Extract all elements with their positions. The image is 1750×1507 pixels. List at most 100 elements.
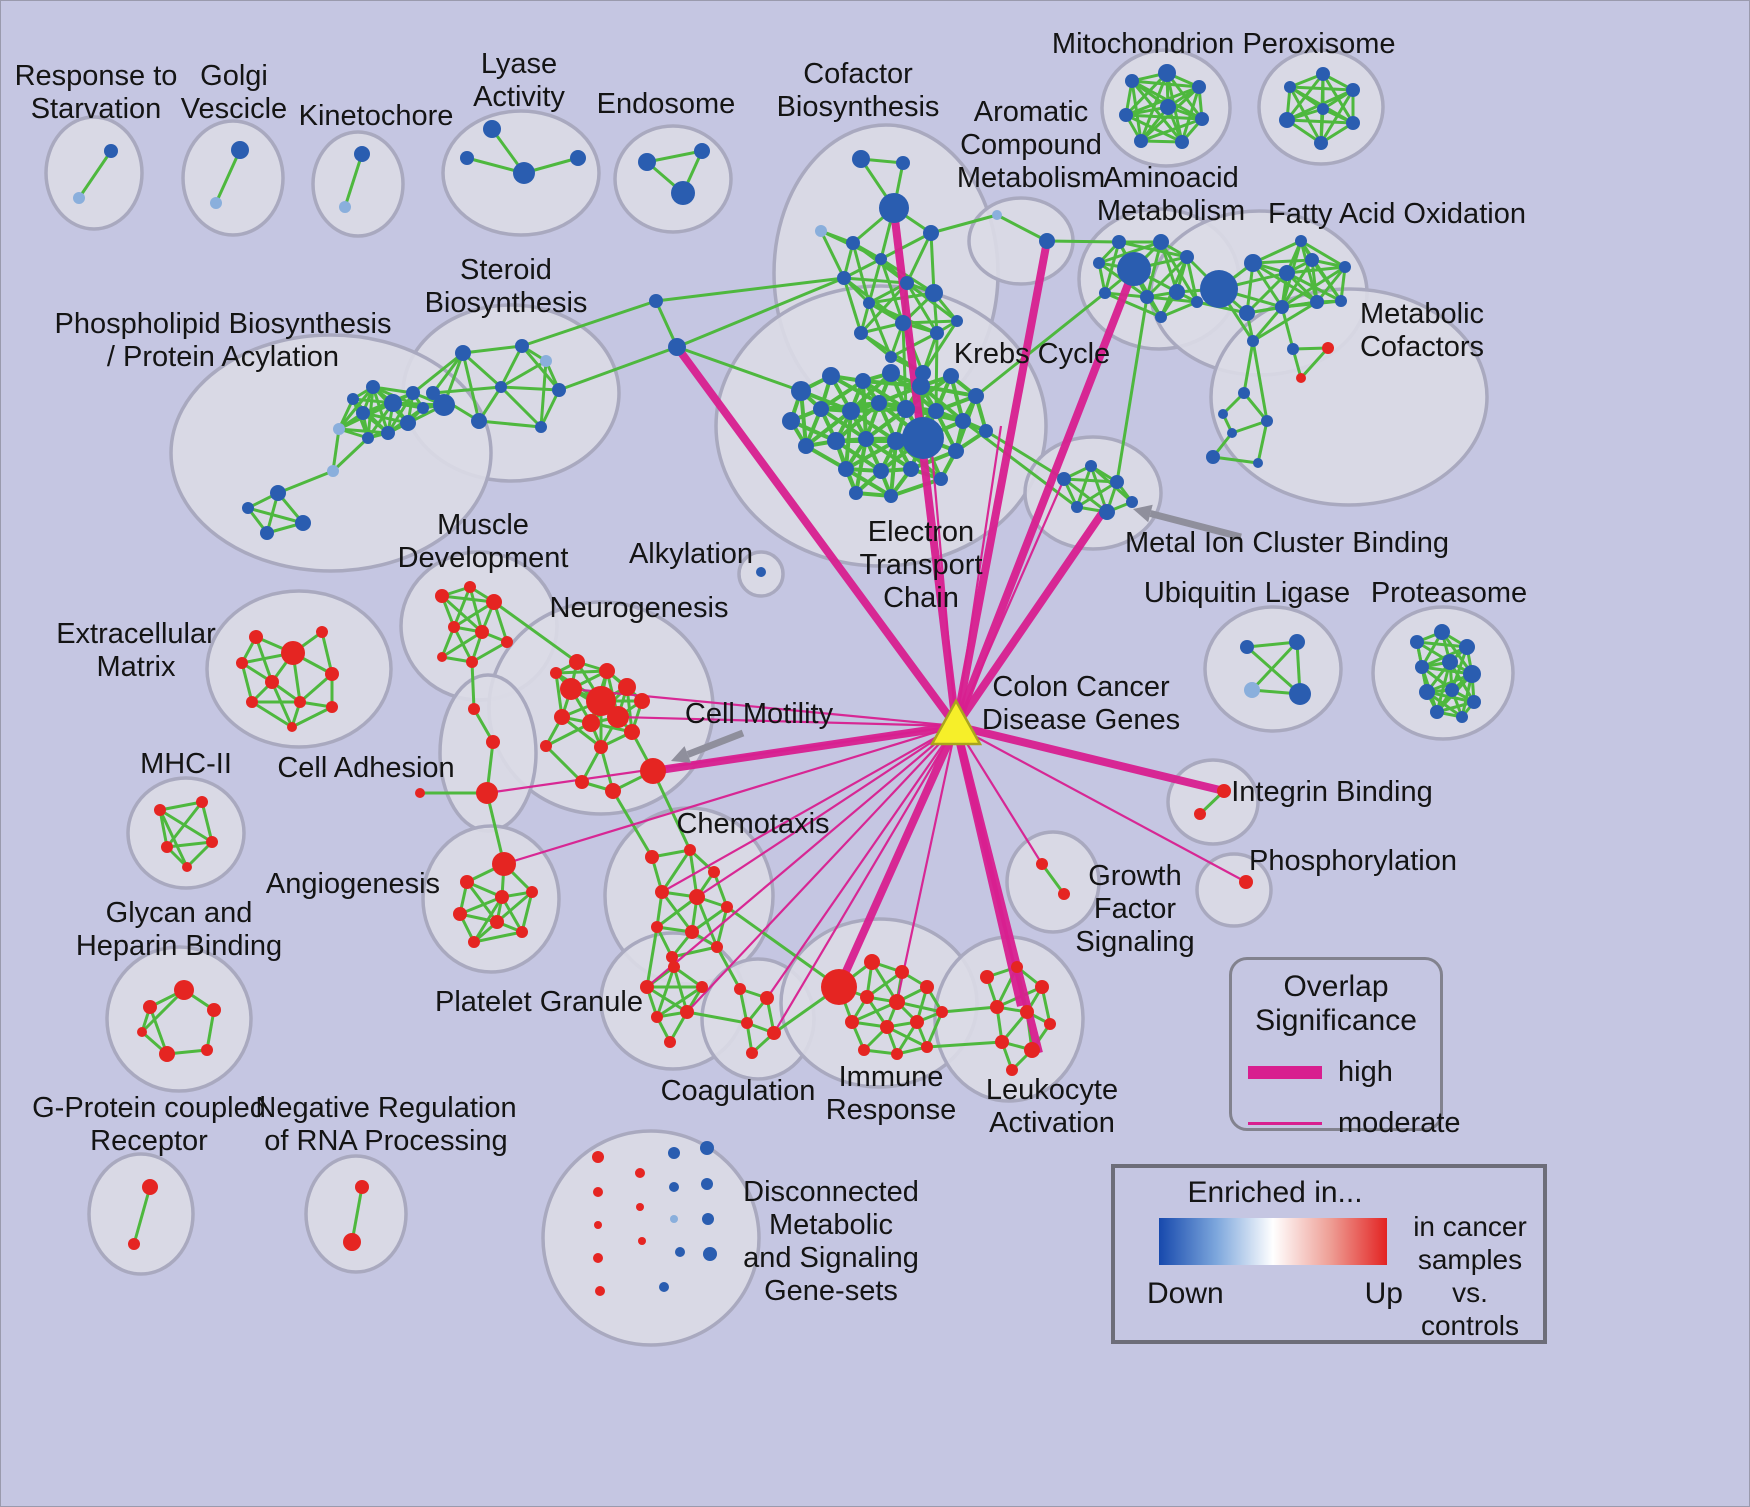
gene-set-node: [746, 1047, 758, 1059]
green-edge: [165, 801, 204, 848]
gene-set-node: [1093, 257, 1105, 269]
green-edge: [386, 392, 415, 434]
gene-set-node: [1099, 287, 1111, 299]
green-inter-cluster-edge: [975, 291, 1106, 398]
label-fatty-acid-oxidation: Fatty Acid Oxidation: [1268, 198, 1526, 230]
gene-set-node: [821, 969, 857, 1005]
gene-set-node: [366, 380, 380, 394]
label-angiogenesis: Angiogenesis: [266, 868, 440, 900]
gene-set-node: [980, 970, 994, 984]
gene-set-node: [845, 1015, 859, 1029]
gene-set-node: [791, 381, 811, 401]
label-phospholipid-biosynthesis: Phospholipid Biosynthesis/ Protein Acyla…: [55, 308, 392, 373]
gene-set-node: [822, 367, 840, 385]
gene-set-node: [1295, 235, 1307, 247]
gene-set-node: [782, 412, 800, 430]
gene-set-node: [702, 1213, 714, 1225]
gene-set-node: [701, 1178, 713, 1190]
down-label: Down: [1147, 1277, 1224, 1310]
gene-set-node: [1110, 475, 1124, 489]
cluster-ellipse-kinetochore: [311, 130, 405, 238]
gene-set-node: [1419, 684, 1435, 700]
legend-row-moderate: moderate: [1248, 1107, 1461, 1140]
gene-set-node: [675, 1247, 685, 1257]
green-edge: [499, 385, 543, 429]
green-edge: [159, 808, 213, 844]
gene-set-node: [540, 740, 552, 752]
gene-set-node: [1239, 875, 1253, 889]
overlap-edge-moderate: [955, 725, 1247, 883]
gene-set-node: [990, 1000, 1004, 1014]
gene-set-node: [362, 432, 374, 444]
gene-set-node: [1160, 99, 1176, 115]
gene-set-node: [592, 1151, 604, 1163]
overlap-edge-moderate: [955, 725, 1043, 865]
gene-set-node: [355, 1180, 369, 1194]
gene-set-node: [476, 782, 498, 804]
green-edge: [331, 436, 370, 473]
green-edge: [656, 985, 703, 1019]
green-edge: [166, 840, 213, 849]
green-edge: [834, 401, 881, 443]
gene-set-node: [668, 961, 680, 973]
gene-set-node: [936, 1006, 948, 1018]
gene-set-node: [1155, 311, 1167, 323]
gene-set-node: [734, 983, 746, 995]
overlap-edge-moderate: [617, 715, 957, 728]
gene-set-node: [483, 120, 501, 138]
gene-set-node: [1125, 74, 1139, 88]
gene-set-node: [433, 394, 455, 416]
cluster-ellipse-extracellular-matrix: [205, 589, 393, 749]
gene-set-node: [668, 1147, 680, 1159]
gene-set-node: [685, 925, 699, 939]
gene-set-node: [161, 841, 173, 853]
green-edge: [921, 320, 959, 374]
label-kinetochore: Kinetochore: [299, 100, 454, 132]
pointer-arrow-head: [671, 746, 692, 763]
gene-set-node: [154, 804, 166, 816]
gene-set-node: [1346, 116, 1360, 130]
overlap-edge-moderate: [503, 724, 957, 866]
green-edge: [880, 257, 935, 295]
green-edge: [1124, 71, 1169, 117]
gene-set-node: [1153, 234, 1169, 250]
overlap-edge-moderate: [570, 687, 957, 728]
gene-set-node: [1119, 108, 1133, 122]
gene-set-node: [1296, 373, 1306, 383]
gene-set-node: [1434, 624, 1450, 640]
green-edge: [77, 150, 113, 199]
gene-set-node: [415, 788, 425, 798]
green-edge: [804, 409, 853, 448]
gene-set-node: [666, 951, 678, 963]
gene-set-node: [1194, 808, 1206, 820]
green-inter-cluster-edge: [901, 322, 908, 410]
gene-set-node: [492, 852, 516, 876]
green-edge: [440, 594, 484, 634]
gene-set-node: [384, 394, 402, 412]
green-edge: [1160, 300, 1198, 319]
gene-set-node: [356, 406, 370, 420]
gene-set-node: [979, 424, 993, 438]
gene-set-node: [260, 526, 274, 540]
green-inter-cluster-edge: [558, 345, 678, 392]
gene-set-node: [902, 417, 944, 459]
gene-set-node: [468, 936, 480, 948]
gene-set-node: [1261, 415, 1273, 427]
gene-set-node: [849, 486, 863, 500]
cluster-ellipse-glycan-heparin-binding: [105, 945, 253, 1093]
overlap-edge-moderate: [954, 425, 1003, 727]
gene-set-node: [638, 153, 656, 171]
gene-set-node: [1227, 428, 1237, 438]
green-edge: [338, 427, 389, 435]
gene-set-node: [435, 589, 449, 603]
green-edge: [905, 282, 939, 334]
green-edge: [331, 428, 341, 472]
label-coagulation: Coagulation: [661, 1075, 816, 1107]
gene-set-node: [607, 706, 629, 728]
gene-set-node: [671, 181, 695, 205]
